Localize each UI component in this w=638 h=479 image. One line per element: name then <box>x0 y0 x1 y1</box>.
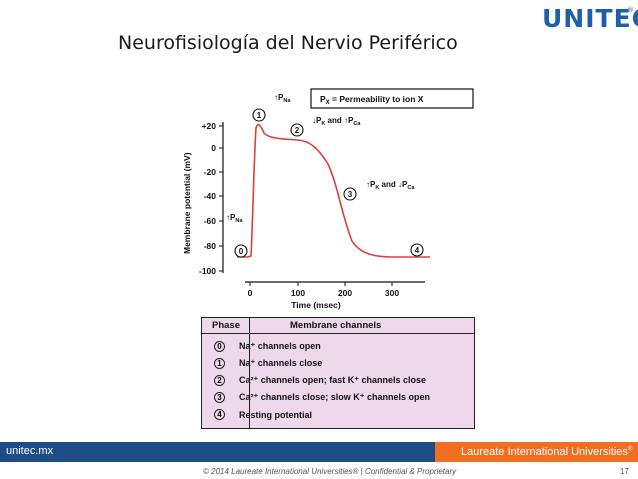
footer-network-name: Laureate International Universities® <box>461 446 632 458</box>
action-potential-curve <box>237 123 430 258</box>
copyright-notice: © 2014 Laureate International Universiti… <box>203 467 457 476</box>
phase-number: 4 <box>214 409 225 420</box>
channel-description: Resting potential <box>239 409 313 420</box>
table-header-phase: Phase <box>212 320 240 331</box>
legend-box <box>310 88 474 109</box>
phase-marker-label: 3 <box>348 190 353 199</box>
table-header-divider <box>202 333 474 334</box>
phase-marker-circle <box>343 187 357 201</box>
phase-marker-0: 0 <box>234 244 248 258</box>
x-tick-label: 300 <box>385 288 399 298</box>
phase-marker-circle <box>290 123 304 137</box>
phase-marker-circle <box>252 108 266 122</box>
x-tick-label: 200 <box>338 288 352 298</box>
phase-marker-2: 2 <box>290 123 304 137</box>
phase-marker-circle <box>410 243 424 257</box>
table-row: 1 Na⁺ channels close <box>214 357 322 370</box>
y-tick-label: -80 <box>204 241 217 251</box>
x-axis-label: Time (msec) <box>291 300 341 310</box>
table-row: 0 Na⁺ channels open <box>214 340 321 353</box>
phase2-permeability-label: ↓PK and ↑PCa <box>312 116 361 127</box>
y-tick-label: -60 <box>204 216 217 226</box>
x-tick-label: 100 <box>291 288 305 298</box>
legend-text: PX = Permeability to ion X <box>320 94 424 106</box>
y-tick-label: -100 <box>199 266 216 276</box>
phase-number: 1 <box>214 358 225 369</box>
phase-number: 2 <box>214 375 225 386</box>
network-name: Laureate International Universities <box>461 446 628 458</box>
table-row: 2 Ca²⁺ channels open; fast K⁺ channels c… <box>214 374 426 387</box>
action-potential-diagram: Membrane potential (mV) +20 0 -20 -40 -6… <box>182 88 474 310</box>
pna-increase-label: ↑PNa <box>274 93 291 104</box>
phase-marker-3: 3 <box>343 187 357 201</box>
channel-description: Na⁺ channels open <box>239 341 321 351</box>
table-header-channels: Membrane channels <box>290 320 382 331</box>
table-row: 3 Ca²⁺ channels close; slow K⁺ channels … <box>214 391 430 404</box>
registered-mark: ® <box>627 6 634 14</box>
unitec-logo: UNITEC ® <box>542 4 638 34</box>
network-registered-mark: ® <box>627 446 633 453</box>
phase-marker-1: 1 <box>252 108 266 122</box>
y-tick-label: 0 <box>211 143 216 153</box>
phase3-permeability-label: ↑PK and ↓PCa <box>366 180 415 191</box>
channel-description: Ca²⁺ channels close; slow K⁺ channels op… <box>239 392 431 402</box>
pna-resting-label: ↑PNa <box>226 213 243 224</box>
phase-number: 0 <box>214 341 225 352</box>
table-column-divider <box>249 318 250 428</box>
phase-marker-4: 4 <box>410 243 424 257</box>
y-axis-label: Membrane potential (mV) <box>182 152 192 254</box>
y-tick-label: +20 <box>202 121 217 131</box>
phase-number: 3 <box>214 392 225 403</box>
y-tick-label: -40 <box>204 191 217 201</box>
x-ticks: 0 100 200 300 <box>248 282 399 298</box>
permeability-legend: PX = Permeability to ion X <box>310 88 474 109</box>
y-tick-label: -20 <box>204 167 217 177</box>
channel-description: Na⁺ channels close <box>239 358 323 368</box>
phase-marker-label: 2 <box>295 126 300 135</box>
footer-bar-right: Laureate International Universities® <box>435 442 638 462</box>
membrane-channels-table: Phase Membrane channels 0 Na⁺ channels o… <box>201 317 475 429</box>
footer-bar-left: unitec.mx <box>0 442 435 462</box>
y-ticks: +20 0 -20 -40 -60 -80 -100 <box>199 121 223 276</box>
slide-title: Neurofisiología del Nervio Periférico <box>118 32 458 54</box>
phase-marker-label: 0 <box>239 247 244 256</box>
phase-marker-label: 4 <box>415 246 420 255</box>
phase-marker-label: 1 <box>257 111 262 120</box>
x-tick-label: 0 <box>248 288 253 298</box>
table-row: 4 Resting potential <box>214 408 312 421</box>
phase-marker-circle <box>234 244 248 258</box>
footer-site-link[interactable]: unitec.mx <box>6 445 54 457</box>
logo-text: UNITEC <box>542 4 638 33</box>
page-number: 17 <box>620 467 629 476</box>
channel-description: Ca²⁺ channels open; fast K⁺ channels clo… <box>239 375 427 385</box>
